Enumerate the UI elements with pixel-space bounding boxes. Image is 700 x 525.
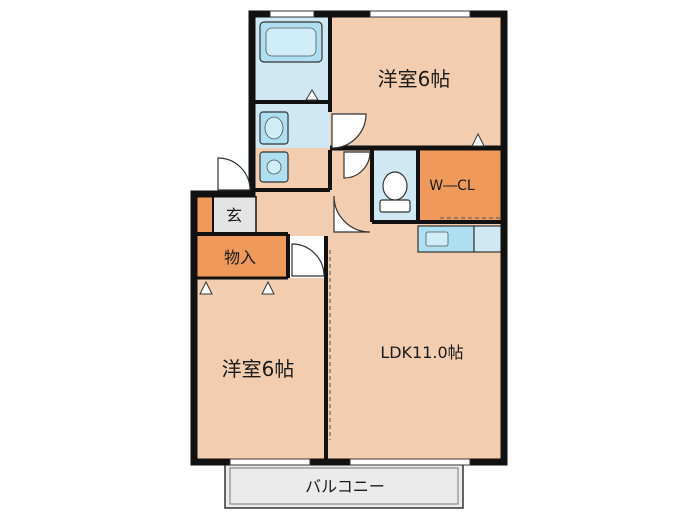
sliding-doors (329, 217, 500, 440)
entrance-closet-floor (196, 196, 213, 232)
outer-wall (190, 10, 508, 466)
toilet-tank (379, 199, 411, 213)
marker-closet-left (199, 280, 213, 295)
walls (190, 10, 508, 466)
balcony-rail (229, 467, 459, 505)
marker-bedroom (471, 132, 485, 147)
balcony (224, 463, 464, 509)
door-storage (291, 243, 325, 277)
marker-closet-right (261, 280, 275, 295)
window-ldk (349, 458, 471, 466)
door-toilet (343, 151, 371, 179)
kitchen-sink-bowl (425, 231, 449, 247)
washbasin-bowl (264, 116, 284, 140)
bedroom-north-label: 洋室6帖 (378, 67, 451, 91)
window-bedroom-south (229, 458, 311, 466)
bathtub-inner (265, 27, 317, 57)
bedroom-south-floor (196, 278, 326, 462)
storage-floor (196, 236, 286, 278)
door-washroom (331, 113, 367, 149)
windows (229, 10, 471, 466)
bedroom-south-label: 洋室6帖 (222, 357, 295, 381)
washing-machine-drain (266, 159, 282, 175)
labels: 洋室6帖 W―CL 玄 物入 LDK11.0帖 洋室6帖 バルコニー (222, 67, 475, 496)
balcony-label: バルコニー (305, 477, 385, 496)
door-ldk (333, 195, 371, 233)
walk-in-closet-floor (418, 148, 504, 222)
storage-label: 物入 (224, 248, 256, 267)
walk-in-closet-label: W―CL (429, 178, 475, 194)
window-bedroom-north (369, 10, 471, 18)
balcony-floor (224, 463, 464, 509)
door-entrance (217, 157, 251, 191)
ldk-floor (328, 222, 504, 462)
entrance-label: 玄 (226, 206, 242, 225)
markers (199, 89, 485, 295)
fixtures (259, 21, 503, 253)
stove (473, 225, 503, 253)
ldk-label: LDK11.0帖 (380, 343, 463, 362)
swing-doors (217, 113, 371, 277)
entrance-tile (213, 196, 256, 232)
window-bath (269, 10, 315, 18)
marker-bath (305, 89, 319, 101)
toilet-bowl (382, 171, 408, 201)
